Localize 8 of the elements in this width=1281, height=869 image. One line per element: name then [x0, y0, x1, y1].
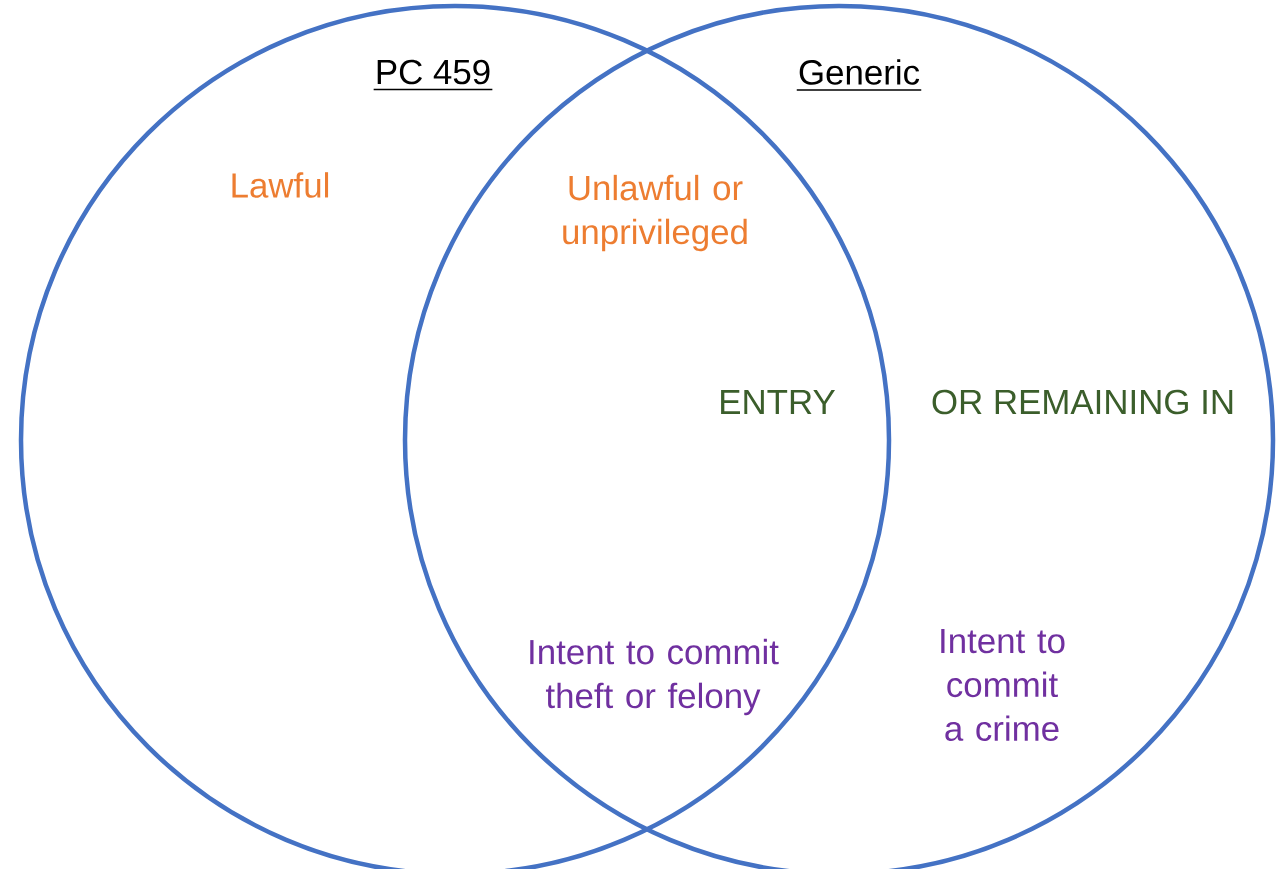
region-label: Lawful — [232, 172, 329, 198]
region-label: Intent to commit a crime — [941, 629, 1065, 741]
circle-heading: PC 459 — [372, 59, 494, 91]
region-label: Unlawful or unprivileged — [563, 174, 747, 252]
region-label: Intent to commit theft or felony — [530, 638, 779, 716]
region-label: OR REMAINING IN — [932, 389, 1233, 415]
region-label: ENTRY — [721, 390, 835, 414]
circle-heading: Generic — [795, 59, 923, 91]
